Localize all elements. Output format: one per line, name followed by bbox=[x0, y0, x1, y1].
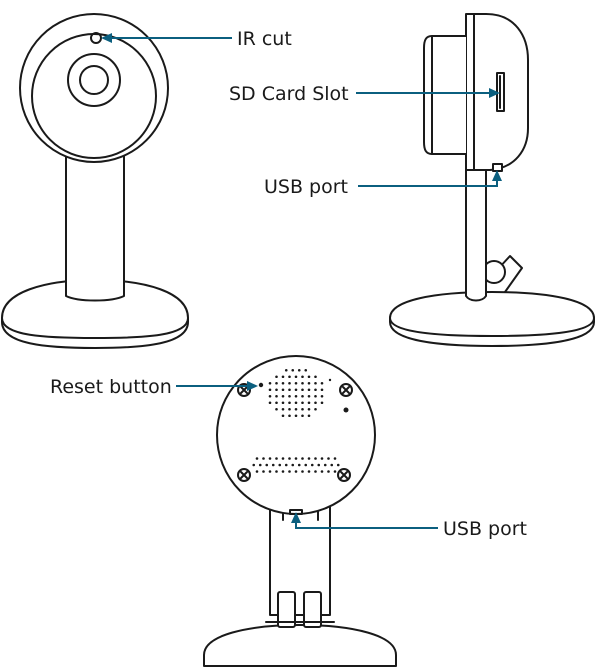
ir-cut-label: IR cut bbox=[237, 28, 292, 50]
usb-port-side-label: USB port bbox=[264, 176, 348, 198]
camera-back-view bbox=[203, 355, 397, 667]
speaker-grille-top bbox=[268, 368, 324, 418]
camera-front-view bbox=[1, 13, 189, 349]
camera-side-view bbox=[389, 13, 595, 347]
reset-button-label: Reset button bbox=[50, 376, 172, 398]
callout-usb-port-back: USB port bbox=[291, 512, 527, 540]
reset-button-hole bbox=[258, 382, 264, 388]
usb-port-back-label: USB port bbox=[443, 518, 527, 540]
sd-card-slot-label: SD Card Slot bbox=[229, 83, 349, 105]
callout-ir-cut: IR cut bbox=[101, 28, 292, 50]
speaker-grille-bottom bbox=[252, 457, 340, 473]
callout-sd-card-slot: SD Card Slot bbox=[229, 83, 500, 105]
callout-reset-button: Reset button bbox=[50, 376, 258, 398]
usb-port-side bbox=[492, 163, 503, 172]
callout-usb-port-side: USB port bbox=[264, 170, 502, 198]
